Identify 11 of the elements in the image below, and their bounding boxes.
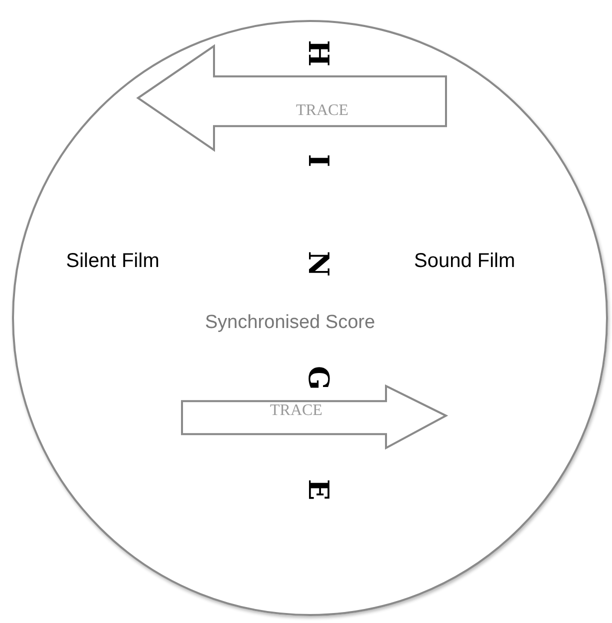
arrow-label: TRACE — [296, 102, 348, 120]
vertical-letter: N — [304, 251, 332, 277]
vertical-letter: H — [304, 40, 332, 66]
text-label: Sound Film — [414, 250, 516, 273]
circle-outline — [12, 20, 608, 616]
vertical-letter: I — [304, 154, 332, 168]
arrow-label: TRACE — [270, 402, 322, 420]
vertical-letter: G — [304, 366, 332, 390]
text-label: Synchronised Score — [205, 312, 376, 334]
vertical-letter: E — [304, 479, 332, 500]
text-label: Silent Film — [66, 250, 160, 273]
